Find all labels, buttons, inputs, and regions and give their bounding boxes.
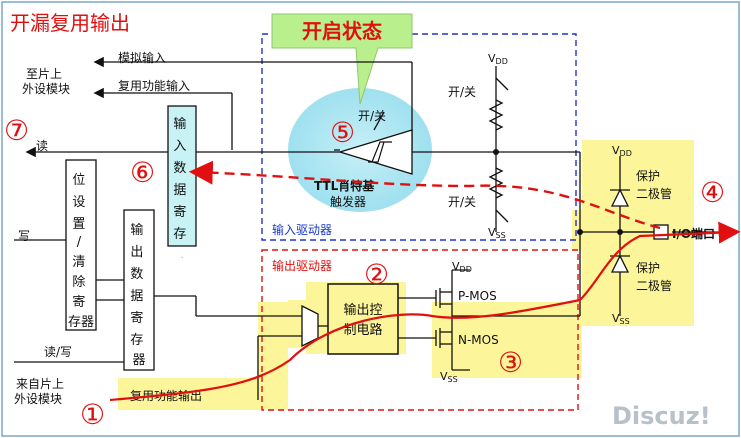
switches: [495, 77, 509, 223]
marker-7: ⑦: [4, 114, 29, 147]
marker-5: ⑤: [330, 116, 355, 149]
page-title: 开漏复用输出: [10, 11, 130, 35]
junction-dot: [617, 229, 623, 235]
output-driver-region: [261, 249, 579, 411]
vdd-label: VDD: [488, 52, 508, 66]
marker-6: ⑥: [130, 156, 155, 189]
junction-dot: [577, 229, 583, 235]
signal-path-output: [109, 221, 741, 402]
pmos-label: P-MOS: [458, 289, 497, 303]
mosfets: [435, 288, 452, 348]
signal-path-readback: [188, 160, 661, 230]
output-data-register: [123, 209, 155, 371]
label-write: 写: [18, 229, 30, 243]
output-control-label-2: 制电路: [343, 322, 382, 338]
protect-label-bottom: 保护: [636, 261, 660, 275]
bit-set-clear-register: [65, 159, 97, 331]
label-output-driver: 输出驱动器: [272, 258, 332, 273]
vdd-label-protect: VDD: [612, 144, 632, 158]
vdd-label-pmos: VDD: [452, 260, 472, 274]
schmitt-label-2: 触发器: [330, 194, 366, 209]
callout-text: 开启状态: [302, 19, 382, 43]
bit-set-clear-register-label: 位 设 置 / 清 除 寄 存器: [68, 173, 94, 330]
label-read-write: 读/写: [44, 345, 72, 359]
label-input-driver: 输入驱动器: [272, 222, 332, 237]
protect-label-top: 保护: [636, 169, 660, 183]
step-markers: ① ② ③ ④ ⑤ ⑥ ⑦: [4, 114, 725, 431]
label-read: 读: [36, 139, 48, 153]
label-from-periph-1: 来自片上: [16, 377, 64, 391]
junction-dot: [493, 149, 499, 155]
nmos-label: N-MOS: [458, 333, 499, 347]
output-control-label-1: 输出控: [343, 302, 382, 318]
label-to-periph-2: 外设模块: [22, 82, 70, 96]
diode-label-bottom: 二极管: [636, 278, 672, 293]
watermark: Discuz!: [612, 402, 711, 430]
marker-1: ①: [80, 398, 105, 431]
resistors: [488, 99, 504, 199]
marker-3: ③: [498, 346, 523, 379]
vss-label-nmos: VSS: [440, 370, 458, 384]
marker-2: ②: [364, 258, 389, 291]
diode-label-top: 二极管: [636, 186, 672, 201]
label-on-off-schmitt: 开/关: [358, 109, 386, 123]
label-on-off-bottom: 开/关: [448, 195, 476, 209]
label-from-periph-2: 外设模块: [14, 392, 62, 406]
output-control-block: [327, 283, 399, 355]
input-data-register-label: 输 入 数 据 寄 存 器: [173, 116, 190, 259]
vss-label: VSS: [488, 226, 506, 240]
marker-4: ④: [700, 176, 725, 209]
output-data-register-label: 输 出 数 据 寄 存 器: [130, 222, 147, 368]
callout: 开启状态: [271, 13, 413, 105]
schmitt-trigger: [334, 111, 413, 175]
label-analog-input: 模拟输入: [118, 50, 166, 65]
vss-label-protect: VSS: [612, 312, 630, 326]
label-on-off-top: 开/关: [448, 85, 476, 99]
label-alt-input: 复用功能输入: [118, 78, 190, 93]
label-to-periph-1: 至片上: [26, 67, 62, 81]
